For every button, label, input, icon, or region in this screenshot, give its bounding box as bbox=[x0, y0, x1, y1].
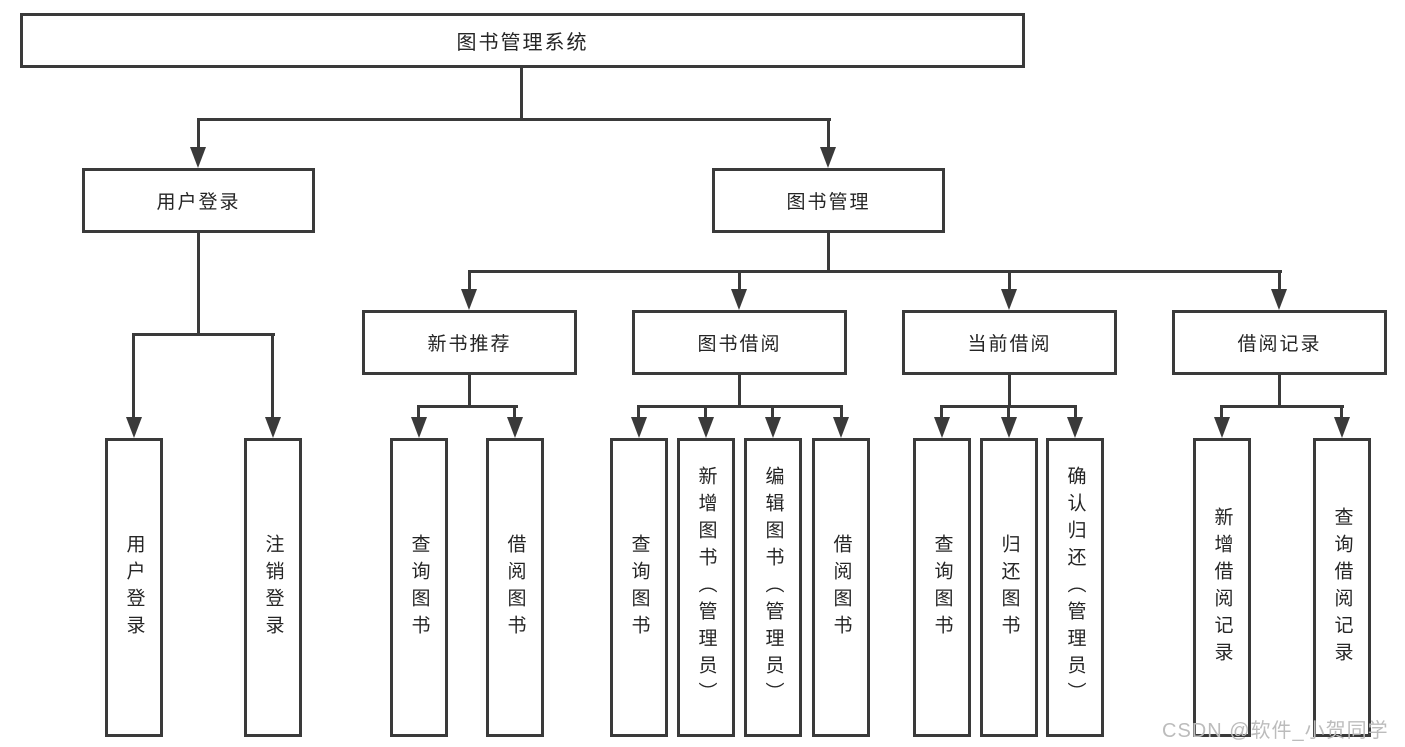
node-borrow-records: 借阅记录 bbox=[1172, 310, 1387, 375]
leaf-add-books-admin: 新增图书（管理员） bbox=[677, 438, 735, 737]
node-current-borrow-label: 当前借阅 bbox=[967, 334, 1052, 355]
arrowhead-leaf-5 bbox=[631, 417, 647, 438]
arrowhead-book-management bbox=[820, 147, 836, 168]
leaf-add-borrow-record-label: 新增借阅记录 bbox=[1211, 506, 1233, 669]
leaf-borrow-books-1: 借阅图书 bbox=[486, 438, 544, 737]
leaf-confirm-return-admin-label: 确认归还（管理员） bbox=[1064, 466, 1086, 709]
connector-login-stem bbox=[197, 233, 200, 335]
connector-drop-leaf-13 bbox=[1340, 405, 1343, 419]
connector-current-stem bbox=[1008, 375, 1011, 407]
node-borrow-records-label: 借阅记录 bbox=[1237, 334, 1322, 355]
node-root: 图书管理系统 bbox=[20, 13, 1025, 68]
leaf-query-books-2-label: 查询图书 bbox=[628, 533, 650, 642]
connector-recommend-bus bbox=[417, 405, 518, 408]
connector-management-stem bbox=[827, 233, 830, 273]
arrowhead-borrow bbox=[731, 289, 747, 310]
connector-drop-leaf-9 bbox=[940, 405, 943, 419]
connector-drop-leaf-7 bbox=[771, 405, 774, 419]
connector-recommend-stem bbox=[468, 375, 471, 407]
arrowhead-leaf-12 bbox=[1214, 417, 1230, 438]
node-book-borrow-label: 图书借阅 bbox=[697, 334, 782, 355]
arrowhead-leaf-1 bbox=[126, 417, 142, 438]
leaf-add-books-admin-label: 新增图书（管理员） bbox=[695, 466, 717, 709]
leaf-user-login: 用户登录 bbox=[105, 438, 163, 737]
connector-drop-leaf-8 bbox=[840, 405, 843, 419]
node-user-login: 用户登录 bbox=[82, 168, 315, 233]
arrowhead-current bbox=[1001, 289, 1017, 310]
csdn-watermark: CSDN @软件_小贺同学 bbox=[1162, 720, 1389, 742]
arrowhead-leaf-9 bbox=[934, 417, 950, 438]
connector-borrow-stem bbox=[738, 375, 741, 407]
leaf-query-books-3: 查询图书 bbox=[913, 438, 971, 737]
arrowhead-user-login bbox=[190, 147, 206, 168]
connector-drop-leaf-3 bbox=[417, 405, 420, 419]
connector-level2-bus bbox=[197, 118, 831, 121]
connector-level3-bus bbox=[468, 270, 1282, 273]
connector-drop-borrow bbox=[738, 270, 741, 292]
connector-drop-recommend bbox=[468, 270, 471, 292]
leaf-borrow-books-1-label: 借阅图书 bbox=[504, 533, 526, 642]
node-new-book-recommend: 新书推荐 bbox=[362, 310, 577, 375]
leaf-query-books-1: 查询图书 bbox=[390, 438, 448, 737]
arrowhead-recommend bbox=[461, 289, 477, 310]
arrowhead-leaf-2 bbox=[265, 417, 281, 438]
node-new-book-recommend-label: 新书推荐 bbox=[427, 334, 512, 355]
arrowhead-leaf-7 bbox=[765, 417, 781, 438]
connector-drop-user-login bbox=[197, 118, 200, 150]
arrowhead-leaf-4 bbox=[507, 417, 523, 438]
connector-drop-leaf-4 bbox=[513, 405, 516, 419]
leaf-return-books: 归还图书 bbox=[980, 438, 1038, 737]
leaf-borrow-books-2: 借阅图书 bbox=[812, 438, 870, 737]
leaf-logout-label: 注销登录 bbox=[262, 533, 284, 642]
arrowhead-leaf-11 bbox=[1067, 417, 1083, 438]
arrowhead-leaf-13 bbox=[1334, 417, 1350, 438]
connector-drop-leaf-10 bbox=[1007, 405, 1010, 419]
connector-root-stem bbox=[520, 68, 523, 121]
leaf-query-books-3-label: 查询图书 bbox=[931, 533, 953, 642]
arrowhead-leaf-6 bbox=[698, 417, 714, 438]
node-book-management-label: 图书管理 bbox=[786, 192, 871, 213]
connector-records-stem bbox=[1278, 375, 1281, 407]
connector-drop-leaf-2 bbox=[271, 333, 274, 418]
leaf-return-books-label: 归还图书 bbox=[998, 533, 1020, 642]
arrowhead-records bbox=[1271, 289, 1287, 310]
leaf-confirm-return-admin: 确认归还（管理员） bbox=[1046, 438, 1104, 737]
arrowhead-leaf-10 bbox=[1001, 417, 1017, 438]
leaf-query-borrow-record-label: 查询借阅记录 bbox=[1331, 506, 1353, 669]
connector-borrow-bus bbox=[637, 405, 843, 408]
arrowhead-leaf-8 bbox=[833, 417, 849, 438]
node-book-borrow: 图书借阅 bbox=[632, 310, 847, 375]
leaf-query-books-1-label: 查询图书 bbox=[408, 533, 430, 642]
leaf-edit-books-admin-label: 编辑图书（管理员） bbox=[762, 466, 784, 709]
connector-drop-records bbox=[1278, 270, 1281, 292]
leaf-logout: 注销登录 bbox=[244, 438, 302, 737]
leaf-query-borrow-record: 查询借阅记录 bbox=[1313, 438, 1371, 737]
connector-drop-leaf-12 bbox=[1220, 405, 1223, 419]
leaf-add-borrow-record: 新增借阅记录 bbox=[1193, 438, 1251, 737]
leaf-borrow-books-2-label: 借阅图书 bbox=[830, 533, 852, 642]
connector-drop-current bbox=[1008, 270, 1011, 292]
connector-drop-leaf-1 bbox=[132, 333, 135, 418]
connector-drop-leaf-5 bbox=[637, 405, 640, 419]
leaf-query-books-2: 查询图书 bbox=[610, 438, 668, 737]
node-current-borrow: 当前借阅 bbox=[902, 310, 1117, 375]
connector-records-bus bbox=[1220, 405, 1344, 408]
node-user-login-label: 用户登录 bbox=[156, 192, 241, 213]
node-root-label: 图书管理系统 bbox=[456, 32, 589, 54]
node-book-management: 图书管理 bbox=[712, 168, 945, 233]
connector-drop-leaf-6 bbox=[704, 405, 707, 419]
connector-drop-leaf-11 bbox=[1074, 405, 1077, 419]
connector-drop-book-management bbox=[827, 118, 830, 150]
leaf-edit-books-admin: 编辑图书（管理员） bbox=[744, 438, 802, 737]
leaf-user-login-label: 用户登录 bbox=[123, 533, 145, 642]
connector-login-bus bbox=[132, 333, 275, 336]
arrowhead-leaf-3 bbox=[411, 417, 427, 438]
